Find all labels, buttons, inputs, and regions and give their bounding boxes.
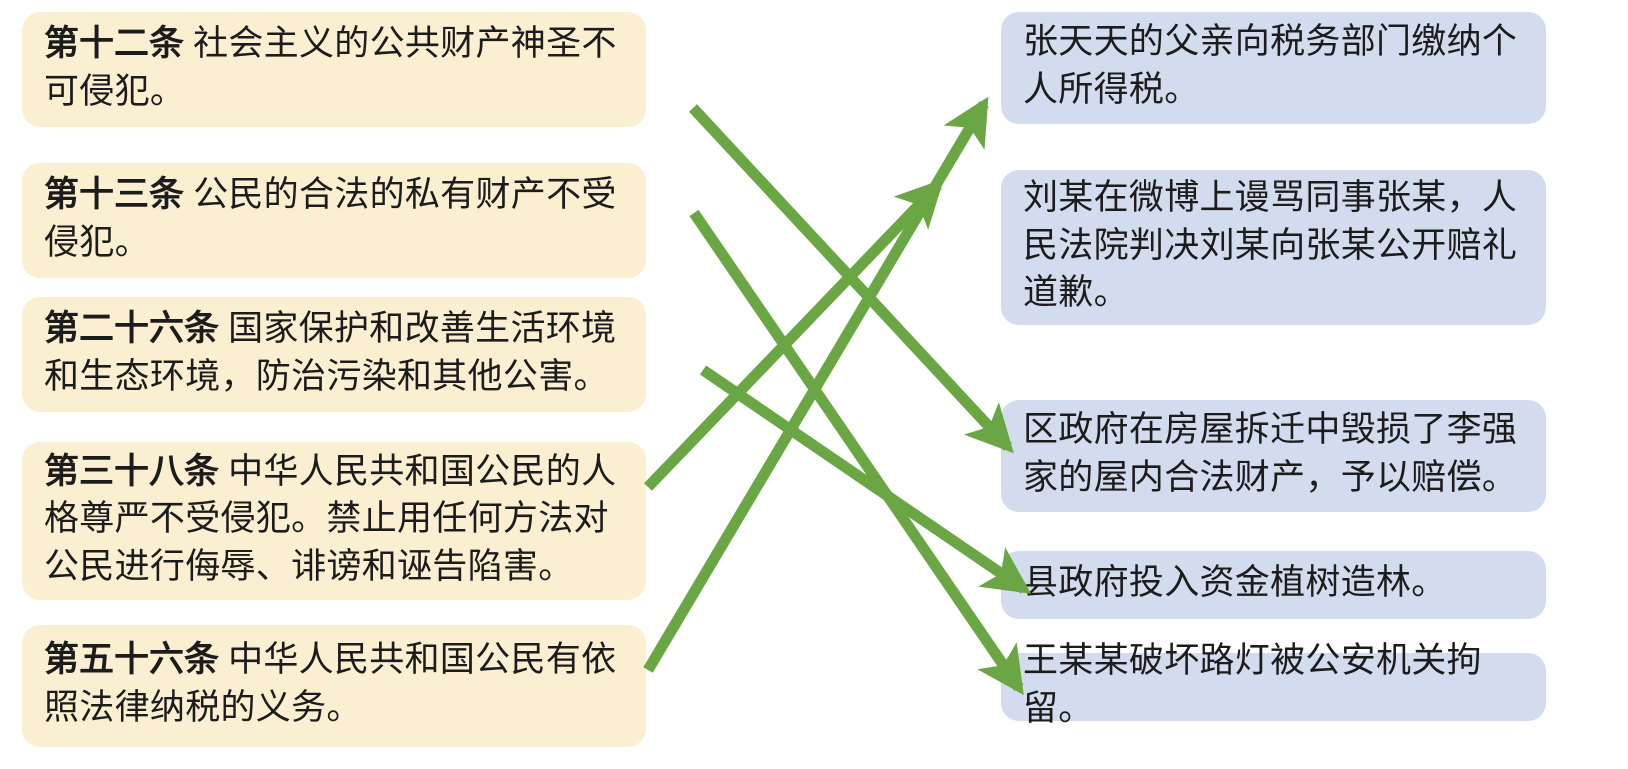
article-number: 第二十六条 — [44, 308, 220, 348]
article-number: 第三十八条 — [44, 451, 220, 491]
article-card-13[interactable]: 第十三条 公民的合法的私有财产不受侵犯。 — [22, 163, 646, 278]
article-body: 公民的合法的私有财产不受侵犯。 — [44, 174, 617, 262]
connector-article12-to-property-damage — [688, 104, 1014, 454]
article-body: 中华人民共和国公民有依照法律纳税的义务。 — [44, 640, 617, 727]
article-card-38[interactable]: 第三十八条 中华人民共和国公民的人格尊严不受侵犯。禁止用任何方法对公民进行侮辱、… — [22, 442, 646, 600]
article-card-text: 第三十八条 中华人民共和国公民的人格尊严不受侵犯。禁止用任何方法对公民进行侮辱、… — [44, 448, 624, 591]
article-number: 第五十六条 — [44, 640, 220, 680]
connector-article38-to-defamation — [644, 178, 944, 491]
article-card-text: 第十三条 公民的合法的私有财产不受侵犯。 — [44, 171, 624, 266]
case-card-text: 张天天的父亲向税务部门缴纳个人所得税。 — [1023, 22, 1518, 109]
case-card-tax[interactable]: 张天天的父亲向税务部门缴纳个人所得税。 — [1001, 12, 1546, 124]
article-body: 社会主义的公共财产神圣不可侵犯。 — [44, 23, 617, 111]
connector-article13-to-streetlight — [689, 209, 1024, 696]
case-card-text: 刘某在微博上谩骂同事张某，人民法院判决刘某向张某公开赔礼道歉。 — [1023, 178, 1518, 313]
case-card-defamation[interactable]: 刘某在微博上谩骂同事张某，人民法院判决刘某向张某公开赔礼道歉。 — [1001, 170, 1546, 325]
article-card-text: 第二十六条 国家保护和改善生活环境和生态环境，防治污染和其他公害。 — [44, 305, 624, 400]
article-card-text: 第五十六条 中华人民共和国公民有依照法律纳税的义务。 — [44, 636, 624, 731]
case-card-text: 王某某破坏路灯被公安机关拘留。 — [1023, 641, 1482, 728]
connector-article56-to-tax — [643, 96, 989, 673]
case-card-text: 区政府在房屋拆迁中毁损了李强家的屋内合法财产，予以赔偿。 — [1023, 410, 1518, 497]
case-card-text: 县政府投入资金植树造林。 — [1023, 563, 1447, 603]
article-body: 中华人民共和国公民的人格尊严不受侵犯。禁止用任何方法对公民进行侮辱、诽谤和诬告陷… — [44, 451, 617, 586]
article-card-26[interactable]: 第二十六条 国家保护和改善生活环境和生态环境，防治污染和其他公害。 — [22, 297, 646, 412]
article-card-text: 第十二条 社会主义的公共财产神圣不可侵犯。 — [44, 20, 624, 115]
article-card-56[interactable]: 第五十六条 中华人民共和国公民有依照法律纳税的义务。 — [22, 625, 646, 747]
article-card-12[interactable]: 第十二条 社会主义的公共财产神圣不可侵犯。 — [22, 12, 646, 127]
case-card-streetlight[interactable]: 王某某破坏路灯被公安机关拘留。 — [1001, 641, 1546, 728]
article-number: 第十二条 — [44, 23, 185, 63]
case-card-property-damage[interactable]: 区政府在房屋拆迁中毁损了李强家的屋内合法财产，予以赔偿。 — [1001, 400, 1546, 512]
connector-article26-to-afforestation — [699, 365, 1032, 594]
case-card-afforestation[interactable]: 县政府投入资金植树造林。 — [1001, 551, 1546, 619]
article-number: 第十三条 — [44, 174, 185, 214]
article-body: 国家保护和改善生活环境和生态环境，防治污染和其他公害。 — [44, 308, 617, 396]
